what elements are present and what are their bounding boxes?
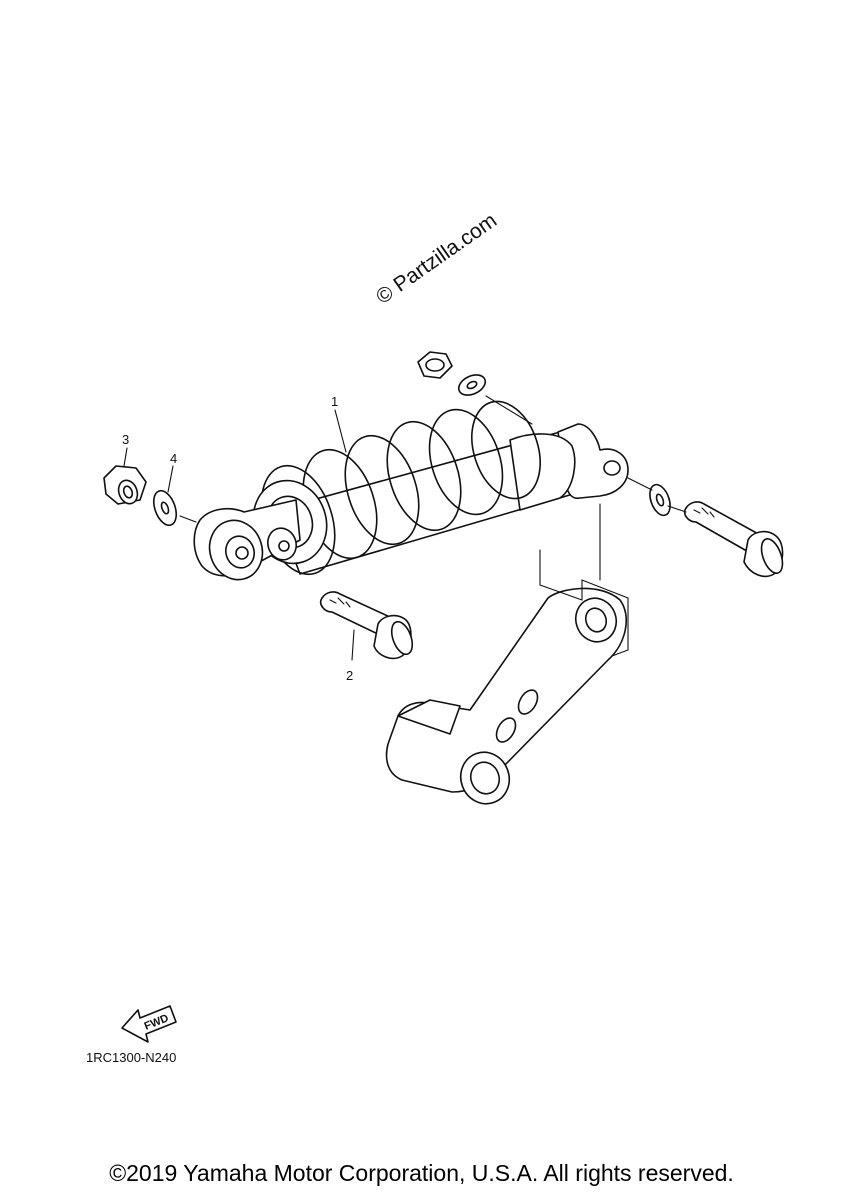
diagram-code: 1RC1300-N240 [86, 1050, 177, 1065]
upper-washer [457, 374, 487, 396]
leader-1 [334, 409, 347, 453]
callout-4: 4 [170, 451, 177, 466]
fwd-arrow-icon: FWD [121, 1005, 177, 1043]
right-washer [649, 483, 671, 517]
leader-3 [123, 447, 128, 467]
leader-upper [485, 395, 533, 425]
copyright-notice: ©2019 Yamaha Motor Corporation, U.S.A. A… [109, 1160, 734, 1186]
reference-outline [539, 549, 629, 657]
leader-2 [351, 629, 355, 661]
callout-2: 2 [346, 668, 353, 683]
callout-1: 1 [331, 394, 338, 409]
link-arm [385, 587, 628, 805]
leader-right-mid [667, 505, 687, 513]
lower-bolt [319, 591, 414, 660]
leader-4-to-shock [179, 515, 197, 523]
leader-right-top [627, 477, 653, 491]
washer-part-4 [152, 489, 178, 527]
callout-3: 3 [122, 432, 129, 447]
upper-nut [417, 351, 453, 379]
upper-bolt [683, 501, 784, 578]
leader-4 [167, 465, 174, 493]
shock-absorber [193, 400, 629, 581]
nut-part-3 [103, 465, 147, 505]
